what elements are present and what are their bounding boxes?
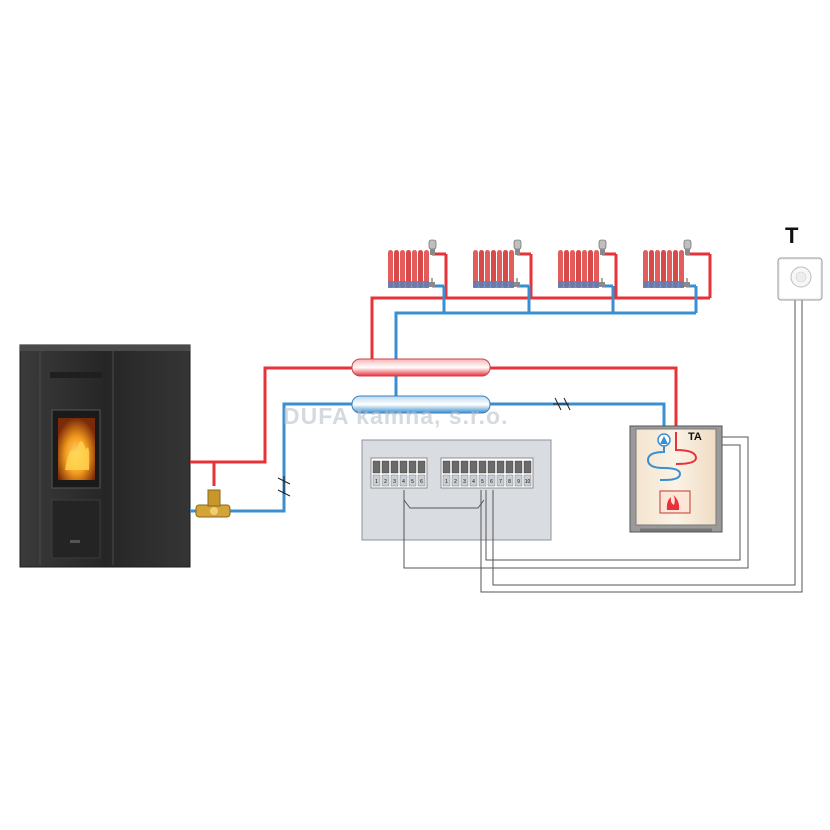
terminal-number: 4 (472, 479, 475, 485)
flame-icon (659, 490, 691, 514)
terminal-screw (451, 460, 460, 474)
terminal-slot (399, 474, 408, 487)
terminal-block-body (370, 457, 428, 489)
terminal-screw (478, 460, 487, 474)
terminal-number: 8 (508, 479, 511, 485)
terminal-number: 2 (384, 479, 387, 485)
terminal-number: 1 (375, 479, 378, 485)
terminal-slot (478, 474, 487, 487)
terminal-slot (417, 474, 426, 487)
terminal-slot (487, 474, 496, 487)
control-wiring (403, 300, 803, 593)
terminal-screw (408, 460, 417, 474)
terminal-screw (523, 460, 532, 474)
terminal-slot (469, 474, 478, 487)
return-header (351, 395, 491, 414)
terminal-slot (381, 474, 390, 487)
terminal-screw (442, 460, 451, 474)
terminal-number: 3 (393, 479, 396, 485)
radiator-3 (558, 239, 607, 288)
radiator-icon (388, 250, 429, 288)
terminal-slot (523, 474, 532, 487)
terminal-screw (417, 460, 426, 474)
watermark: DUFA kamna, s.r.o. (283, 403, 509, 429)
room-thermostat-icon (777, 257, 823, 301)
terminal-slot (390, 474, 399, 487)
return-valve-icon (429, 278, 435, 287)
terminal-slot (514, 474, 523, 487)
terminal-screw (496, 460, 505, 474)
radiator-icon (643, 250, 684, 288)
thermostatic-valve-icon (598, 239, 607, 255)
terminal-screw (460, 460, 469, 474)
check-valve-icon (277, 476, 291, 497)
terminal-number: 2 (454, 479, 457, 485)
terminal-number: 5 (411, 479, 414, 485)
terminal-screw (390, 460, 399, 474)
return-valve-icon (684, 278, 690, 287)
heat-exchanger-coil (646, 432, 698, 481)
control-panel (361, 439, 552, 541)
radiator-4 (643, 239, 692, 288)
terminal-screw (487, 460, 496, 474)
terminal-slot (408, 474, 417, 487)
terminal-number: 9 (517, 479, 520, 485)
pellet-stove (19, 344, 191, 568)
terminal-number: 4 (402, 479, 405, 485)
storage-tank-label: TA (688, 431, 702, 443)
thermostatic-valve-icon (513, 239, 522, 255)
terminal-number: 3 (463, 479, 466, 485)
terminal-screw (469, 460, 478, 474)
supply-header (351, 358, 491, 377)
thermostatic-valve-icon (428, 239, 437, 255)
radiator-icon (558, 250, 599, 288)
terminal-screw (505, 460, 514, 474)
fire-window (58, 418, 95, 480)
thermostatic-valve-icon (683, 239, 692, 255)
terminal-number: 7 (499, 479, 502, 485)
terminal-screw (381, 460, 390, 474)
radiator-icon (473, 250, 514, 288)
terminal-slot (505, 474, 514, 487)
terminal-screw (399, 460, 408, 474)
terminal-number: 1 (445, 479, 448, 485)
return-valve-icon (599, 278, 605, 287)
three-way-valve-icon (195, 489, 231, 518)
terminal-screw (372, 460, 381, 474)
terminal-slot (496, 474, 505, 487)
pump-icon (657, 433, 671, 447)
terminal-slot (372, 474, 381, 487)
terminal-number: 5 (481, 479, 484, 485)
radiator-2 (473, 239, 522, 288)
terminal-number: 6 (420, 479, 423, 485)
radiator-1 (388, 239, 437, 288)
storage-tank (629, 425, 723, 533)
terminal-number: 6 (490, 479, 493, 485)
thermostat-label: T (785, 223, 799, 248)
terminal-slot (460, 474, 469, 487)
terminal-slot (442, 474, 451, 487)
check-valve-icon (553, 397, 571, 411)
return-valve-icon (514, 278, 520, 287)
terminal-number: 10 (525, 479, 531, 485)
terminal-screw (514, 460, 523, 474)
terminal-slot (451, 474, 460, 487)
